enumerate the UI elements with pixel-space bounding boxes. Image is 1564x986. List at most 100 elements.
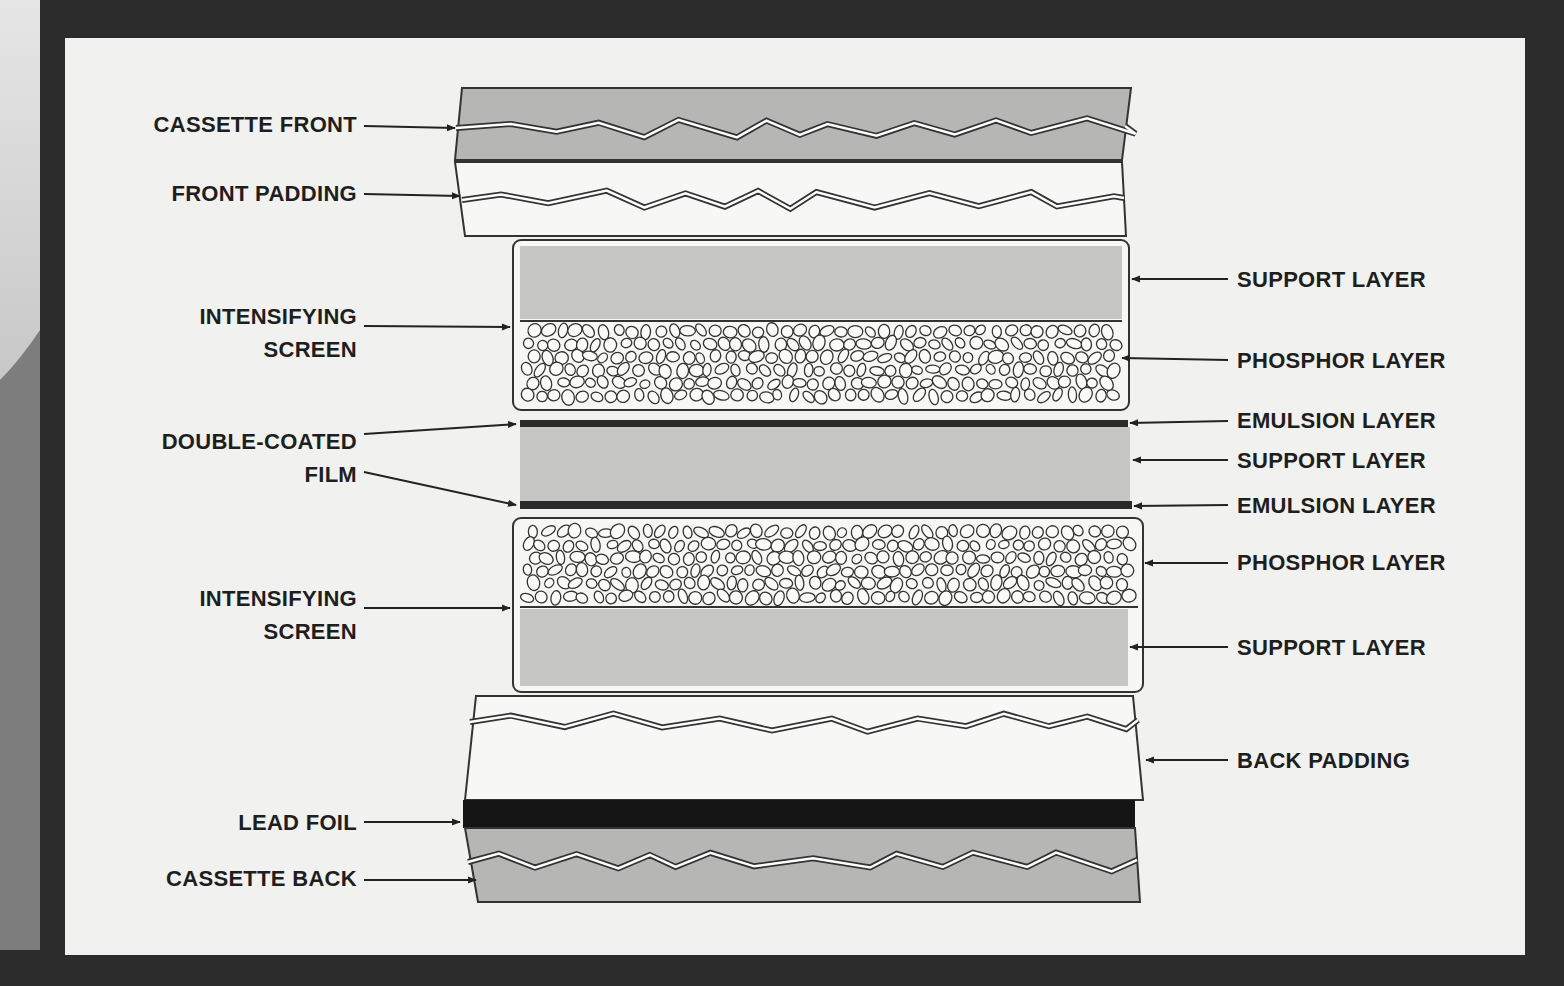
phosphor-grain xyxy=(862,350,879,363)
phosphor-grain xyxy=(988,522,1003,539)
phosphor-grain xyxy=(658,563,676,580)
phosphor-grain xyxy=(953,336,967,350)
phosphor-grain xyxy=(909,562,926,579)
break-line xyxy=(456,118,1136,137)
phosphor-grain xyxy=(969,362,984,376)
phosphor-grain xyxy=(995,586,1013,605)
phosphor-grain xyxy=(1065,337,1083,350)
phosphor-grain xyxy=(875,548,892,565)
phosphor-grain xyxy=(723,326,737,338)
phosphor-grain xyxy=(842,364,856,378)
phosphor-grain xyxy=(546,563,563,577)
phosphor-grain xyxy=(658,537,673,554)
phosphor-grain xyxy=(575,562,588,578)
phosphor-grain xyxy=(856,587,871,605)
phosphor-grain xyxy=(1012,361,1024,378)
phosphor-grain xyxy=(826,386,843,403)
phosphor-grain xyxy=(1054,337,1066,348)
phosphor-grain xyxy=(1078,565,1092,576)
phosphor-grain xyxy=(1044,551,1058,568)
phosphor-grain xyxy=(779,578,793,589)
phosphor-grain xyxy=(1010,589,1025,604)
phosphor-grain xyxy=(727,589,745,607)
phosphor-grain xyxy=(748,522,764,539)
phosphor-grain xyxy=(998,363,1012,377)
leader-arrow xyxy=(364,326,510,327)
phosphor-grain xyxy=(613,323,626,337)
lead-foil xyxy=(463,800,1135,828)
phosphor-grain xyxy=(736,322,753,339)
phosphor-grain xyxy=(560,388,575,406)
phosphor-grain xyxy=(632,589,648,605)
leader-arrow xyxy=(364,821,460,823)
leader-arrow xyxy=(364,194,460,196)
phosphor-grain xyxy=(607,521,627,541)
phosphor-grain xyxy=(1095,388,1108,403)
phosphor-grain xyxy=(589,564,603,579)
leader-arrow xyxy=(364,424,516,434)
phosphor-grain xyxy=(666,551,682,567)
emulsion-layer xyxy=(520,501,1132,509)
phosphor-grain xyxy=(792,322,809,338)
phosphor-grain xyxy=(726,575,737,590)
phosphor-grain xyxy=(634,388,645,402)
phosphor-grain xyxy=(757,363,773,379)
phosphor-grain xyxy=(1019,525,1031,540)
phosphor-grain xyxy=(715,538,731,552)
leader-arrows xyxy=(364,126,1228,880)
phosphor-grain xyxy=(602,564,619,580)
phosphor-grain xyxy=(963,353,973,363)
break-line xyxy=(462,191,1124,209)
phosphor-grain xyxy=(854,566,869,579)
phosphor-grain xyxy=(812,388,830,406)
phosphor-grain xyxy=(861,576,877,590)
phosphor-grain xyxy=(679,325,695,336)
phosphor-grain xyxy=(755,538,772,551)
intensifying-screen-front xyxy=(513,240,1129,410)
phosphor-grain xyxy=(1010,387,1021,403)
phosphor-grain xyxy=(990,574,1004,591)
phosphor-grain xyxy=(639,575,654,591)
phosphor-grain xyxy=(570,551,586,563)
phosphor-grain xyxy=(528,350,541,363)
leader-arrow xyxy=(364,879,476,881)
phosphor-grain xyxy=(676,566,689,579)
phosphor-grain xyxy=(856,362,868,377)
phosphor-grain xyxy=(945,375,961,392)
phosphor-grain xyxy=(533,589,550,606)
layer-boundary xyxy=(520,606,1138,608)
part-label: EMULSION LAYER xyxy=(1237,489,1537,522)
phosphor-grain xyxy=(643,524,653,538)
phosphor-grain xyxy=(648,590,663,604)
phosphor-grain xyxy=(615,360,632,377)
phosphor-grain xyxy=(585,577,598,589)
phosphor-grain xyxy=(694,550,709,565)
phosphor-grain xyxy=(1016,551,1031,564)
part-label: FRONT PADDING xyxy=(117,177,357,210)
phosphor-grain xyxy=(793,378,807,388)
phosphor-grain xyxy=(788,387,800,403)
phosphor-grain xyxy=(804,363,813,377)
phosphor-grain xyxy=(814,542,827,551)
phosphor-grain xyxy=(750,376,765,392)
phosphor-grain xyxy=(970,592,983,603)
phosphor-grain xyxy=(673,336,687,351)
phosphor-grain xyxy=(595,374,610,390)
phosphor-grain xyxy=(594,553,610,567)
phosphor-grain xyxy=(926,365,941,374)
phosphor-grain xyxy=(855,338,871,350)
phosphor-grain xyxy=(1044,323,1061,340)
phosphor-grain xyxy=(655,325,668,339)
phosphor-grain xyxy=(1106,566,1122,577)
leader-arrow xyxy=(1133,459,1228,461)
phosphor-grain xyxy=(646,389,662,406)
phosphor-grain xyxy=(765,321,780,338)
cassette-back xyxy=(465,828,1140,902)
leader-arrow xyxy=(1132,278,1228,280)
phosphor-grain xyxy=(743,564,755,577)
phosphor-grain xyxy=(957,540,970,552)
phosphor-grain xyxy=(870,336,886,350)
phosphor-grain xyxy=(1036,536,1053,552)
phosphor-grain xyxy=(918,550,932,563)
phosphor-grain xyxy=(830,589,843,603)
